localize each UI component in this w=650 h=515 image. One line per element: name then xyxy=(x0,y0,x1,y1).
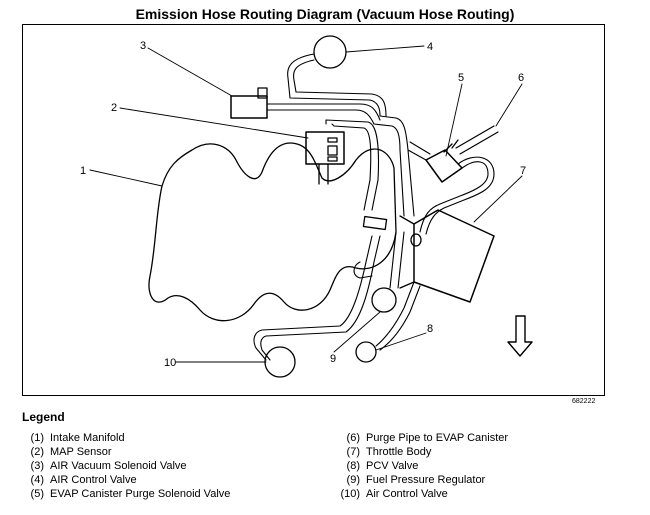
legend-item: (8) PCV Valve xyxy=(334,460,419,472)
legend-item-number: (7) xyxy=(346,446,360,458)
legend-item: (3) AIR Vacuum Solenoid Valve xyxy=(18,460,187,472)
callout-1: 1 xyxy=(80,165,86,177)
legend-item-label: AIR Control Valve xyxy=(50,474,137,486)
diagram-frame xyxy=(22,24,605,396)
callout-7: 7 xyxy=(520,165,526,177)
map-sensor-port-1 xyxy=(327,137,338,143)
callout-2: 2 xyxy=(111,102,117,114)
legend-item: (4) AIR Control Valve xyxy=(18,474,137,486)
small-check-valve xyxy=(410,233,422,247)
legend-item-number: (2) xyxy=(30,446,44,458)
down-arrow-icon xyxy=(507,315,533,357)
air-control-valve-top xyxy=(313,35,347,69)
map-sensor-port-3 xyxy=(327,156,338,162)
legend-item-label: Intake Manifold xyxy=(50,432,125,444)
evap-purge-solenoid-valve xyxy=(425,149,463,183)
legend-item: (2) MAP Sensor xyxy=(18,446,112,458)
purge-pipe-to-evap-canister xyxy=(455,125,499,155)
evap-solenoid-hose-stub xyxy=(443,139,459,153)
legend-item-number: (6) xyxy=(346,432,360,444)
diagram-title: Emission Hose Routing Diagram (Vacuum Ho… xyxy=(135,6,515,22)
legend-item-number: (4) xyxy=(30,474,44,486)
legend-item: (9) Fuel Pressure Regulator xyxy=(334,474,486,486)
throttle-body xyxy=(413,209,495,303)
legend-item-number: (10) xyxy=(340,488,360,500)
intake-manifold xyxy=(148,142,397,322)
legend-item-label: Purge Pipe to EVAP Canister xyxy=(366,432,509,444)
callout-4: 4 xyxy=(427,41,433,53)
legend-item-number: (5) xyxy=(30,488,44,500)
legend-item-label: AIR Vacuum Solenoid Valve xyxy=(50,460,187,472)
callout-5: 5 xyxy=(458,72,464,84)
pcv-valve xyxy=(355,341,377,363)
air-control-valve-bottom xyxy=(264,346,296,378)
vacuum-hoses xyxy=(253,53,495,361)
legend-item: (1) Intake Manifold xyxy=(18,432,125,444)
air-vacuum-solenoid-valve xyxy=(230,95,268,119)
callout-leaders xyxy=(89,45,523,363)
legend-item: (6) Purge Pipe to EVAP Canister xyxy=(334,432,509,444)
air-vacuum-solenoid-connector xyxy=(257,87,268,99)
legend-item-label: MAP Sensor xyxy=(50,446,112,458)
figure-number: 682222 xyxy=(572,398,596,405)
map-sensor-stem xyxy=(318,163,329,185)
callout-10: 10 xyxy=(164,357,176,369)
legend-item: (7) Throttle Body xyxy=(334,446,432,458)
callout-8: 8 xyxy=(427,323,433,335)
legend-item-label: Air Control Valve xyxy=(366,488,448,500)
callout-9: 9 xyxy=(330,353,336,365)
hose-tee-fitting xyxy=(362,215,388,231)
map-sensor xyxy=(305,131,345,165)
legend-item-label: Throttle Body xyxy=(366,446,432,458)
legend-item-label: Fuel Pressure Regulator xyxy=(366,474,486,486)
throttle-body-neck xyxy=(399,215,415,289)
legend-item-label: EVAP Canister Purge Solenoid Valve xyxy=(50,488,231,500)
legend-title: Legend xyxy=(22,410,65,424)
legend-item-label: PCV Valve xyxy=(366,460,419,472)
legend-item-number: (3) xyxy=(30,460,44,472)
legend-item-number: (9) xyxy=(346,474,360,486)
fuel-pressure-regulator xyxy=(371,287,397,313)
callout-6: 6 xyxy=(518,72,524,84)
map-sensor-port-2 xyxy=(327,145,338,156)
legend-item: (5) EVAP Canister Purge Solenoid Valve xyxy=(18,488,231,500)
legend-item-number: (8) xyxy=(346,460,360,472)
callout-3: 3 xyxy=(140,40,146,52)
legend-item-number: (1) xyxy=(30,432,44,444)
legend-item: (10) Air Control Valve xyxy=(334,488,448,500)
